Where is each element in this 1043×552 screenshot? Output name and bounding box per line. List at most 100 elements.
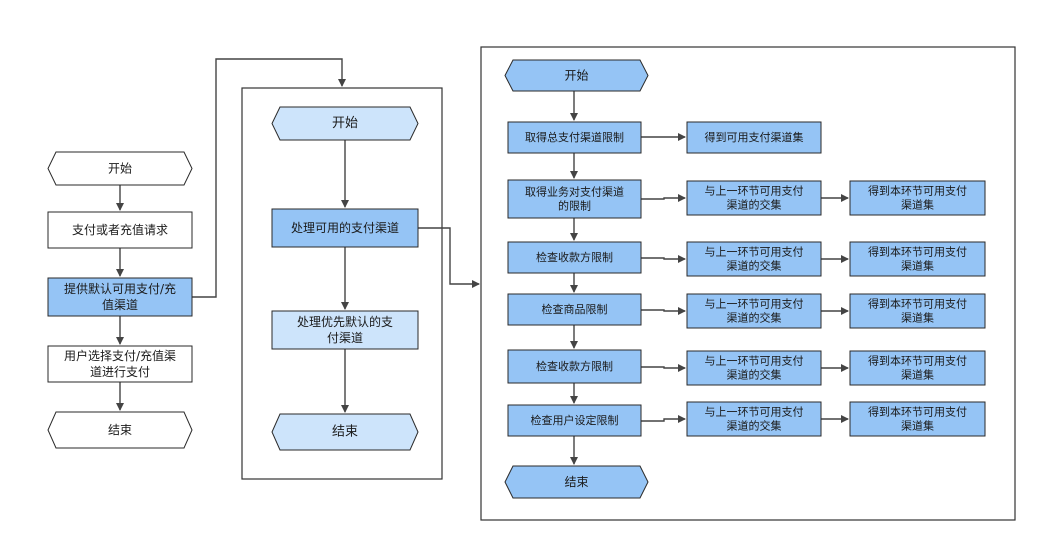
- right-intersect-5-label: 渠道的交集: [727, 419, 782, 433]
- right-result-total-label: 得到可用支付渠道集: [705, 130, 804, 144]
- right-result-4-shape: [849, 350, 986, 386]
- right-step-payee-1: 检查收款方限制: [507, 241, 642, 274]
- middle-process-preferred-label: 付渠道: [327, 331, 363, 345]
- middle-end: 结束: [271, 413, 419, 451]
- right-intersect-4-label: 渠道的交集: [727, 368, 782, 382]
- left-provide-default-shape: [47, 277, 193, 317]
- right-end: 结束: [504, 465, 649, 499]
- right-step-business-label: 的限制: [558, 199, 591, 213]
- right-step-payee-1-label: 检查收款方限制: [536, 250, 613, 264]
- edge-right-step-intersect-4: [641, 364, 686, 372]
- left-request: 支付或者充值请求: [47, 211, 193, 249]
- left-end-label: 结束: [108, 423, 132, 437]
- right-intersect-1-shape: [686, 180, 822, 216]
- left-start-shape: [47, 151, 193, 186]
- left-user-select-shape: [47, 345, 193, 383]
- right-step-goods-label: 检查商品限制: [542, 302, 608, 316]
- right-result-total: 得到可用支付渠道集: [686, 121, 822, 154]
- right-intersect-4-label: 与上一环节可用支付: [705, 354, 804, 367]
- right-step-business-label: 取得业务对支付渠道: [525, 184, 624, 198]
- edge-right-step-intersect-1: [641, 194, 686, 202]
- edge-left-to-middle: [192, 58, 346, 298]
- right-result-1-shape: [849, 180, 986, 216]
- right-result-3-label: 得到本环节可用支付: [868, 296, 967, 310]
- left-end-shape: [47, 411, 193, 449]
- right-start-shape: [504, 59, 649, 92]
- right-result-2-label: 渠道集: [901, 259, 934, 273]
- right-intersect-3-shape: [686, 293, 822, 329]
- right-end-shape: [504, 465, 649, 499]
- left-request-label: 支付或者充值请求: [72, 222, 168, 237]
- middle-process-available-label: 处理可用的支付渠道: [291, 220, 399, 235]
- edge-right-step-intersect-2: [641, 255, 686, 263]
- left-end: 结束: [47, 411, 193, 449]
- left-user-select-label: 道进行支付: [90, 365, 150, 379]
- right-end-label: 结束: [564, 475, 588, 489]
- right-step-payee-2-shape: [507, 349, 642, 384]
- edge-right-step-intersect-5: [641, 415, 686, 423]
- middle-start-shape: [271, 106, 419, 141]
- left-provide-default-label: 值渠道: [102, 297, 138, 312]
- right-result-2-shape: [849, 241, 986, 277]
- right-result-3-label: 渠道集: [901, 311, 934, 325]
- right-intersect-2-shape: [686, 241, 822, 277]
- middle-process-preferred-shape: [271, 310, 419, 350]
- right-step-goods-shape: [507, 293, 642, 326]
- right-intersect-2-label: 与上一环节可用支付: [705, 245, 804, 258]
- left-request-shape: [47, 211, 193, 249]
- right-result-2-label: 得到本环节可用支付: [868, 244, 967, 258]
- right-intersect-3-label: 与上一环节可用支付: [705, 297, 804, 310]
- middle-process-preferred-label: 处理优先默认的支: [297, 314, 393, 329]
- middle-process-available-shape: [271, 208, 419, 248]
- right-step-goods: 检查商品限制: [507, 293, 642, 326]
- right-intersect-2-label: 渠道的交集: [727, 259, 782, 273]
- edge-right-step-intersect-3: [641, 307, 686, 315]
- right-step-payee-2-label: 检查收款方限制: [536, 359, 613, 373]
- right-result-total-shape: [686, 121, 822, 154]
- right-frame: [480, 46, 1016, 521]
- left-user-select-label: 用户选择支付/充值渠: [64, 348, 176, 363]
- middle-end-shape: [271, 413, 419, 451]
- right-step-user-shape: [507, 404, 642, 437]
- right-result-3-shape: [849, 293, 986, 329]
- right-intersect-1-label: 渠道的交集: [727, 198, 782, 212]
- right-result-1-label: 得到本环节可用支付: [868, 183, 967, 197]
- right-result-5-label: 渠道集: [901, 419, 934, 433]
- left-start-label: 开始: [108, 162, 132, 176]
- middle-start-label: 开始: [332, 116, 358, 131]
- right-result-5-shape: [849, 401, 986, 437]
- middle-frame: [241, 87, 443, 480]
- right-result-4-label: 得到本环节可用支付: [868, 353, 967, 367]
- right-start: 开始: [504, 59, 649, 92]
- right-intersect-5-label: 与上一环节可用支付: [705, 405, 804, 418]
- right-result-4-label: 渠道集: [901, 368, 934, 382]
- right-intersect-5-shape: [686, 401, 822, 437]
- left-provide-default-label: 提供默认可用支付/充: [64, 281, 176, 296]
- right-result-5-label: 得到本环节可用支付: [868, 404, 967, 418]
- middle-start: 开始: [271, 106, 419, 141]
- right-intersect-4-shape: [686, 350, 822, 386]
- right-step-payee-2: 检查收款方限制: [507, 349, 642, 384]
- right-intersect-1-label: 与上一环节可用支付: [705, 184, 804, 197]
- right-result-1-label: 渠道集: [901, 198, 934, 212]
- right-step-total-shape: [507, 121, 642, 154]
- right-intersect-3-label: 渠道的交集: [727, 311, 782, 325]
- right-step-payee-1-shape: [507, 241, 642, 274]
- middle-end-label: 结束: [332, 425, 358, 440]
- left-start: 开始: [47, 151, 193, 186]
- right-step-user-label: 检查用户设定限制: [531, 413, 619, 427]
